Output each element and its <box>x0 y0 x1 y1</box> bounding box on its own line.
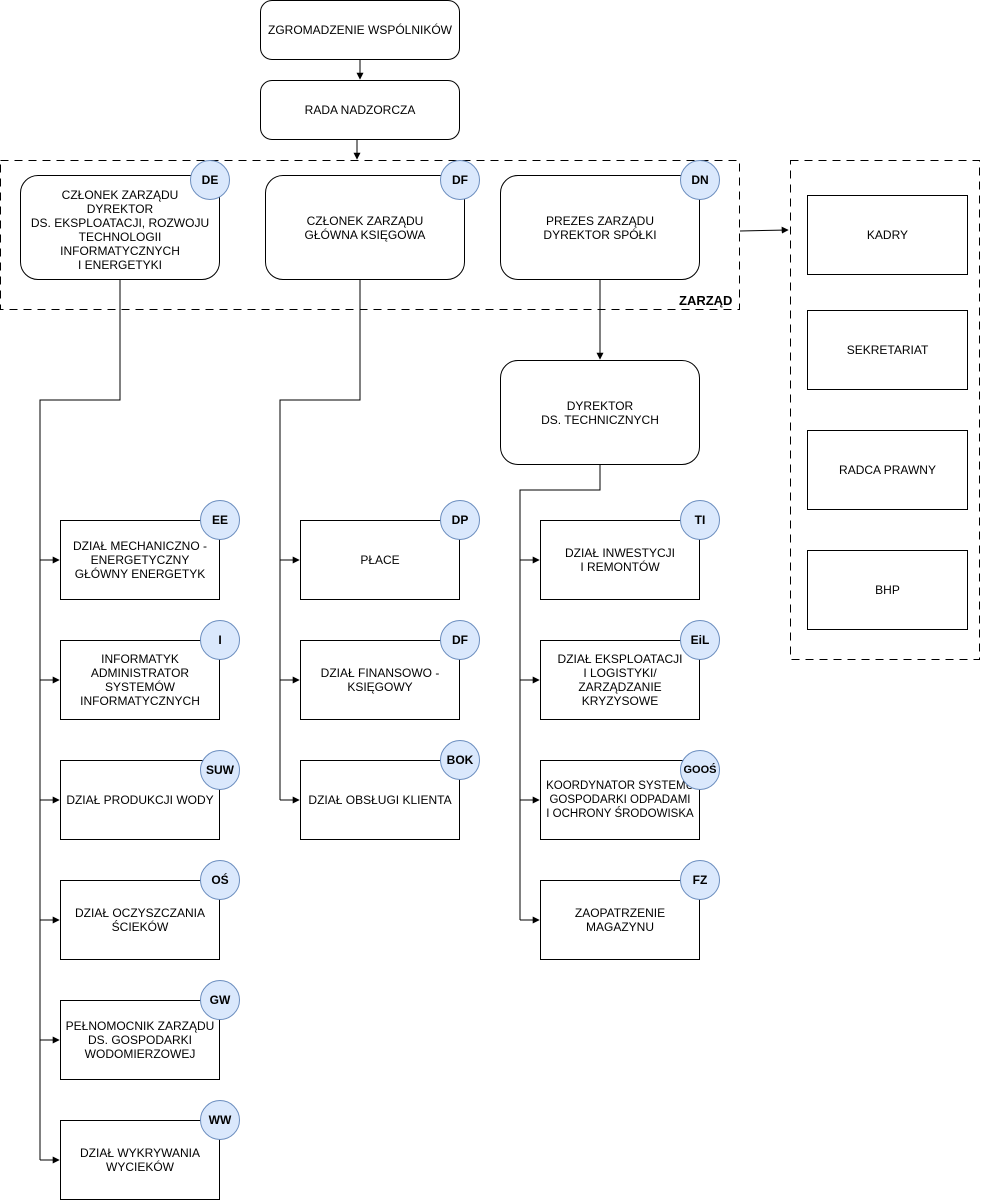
right-unit-ti-label: DZIAŁ INWESTYCJI I REMONTÓW <box>564 546 675 574</box>
badge-bok: BOK <box>440 740 480 780</box>
board-member-dn-label: PREZES ZARZĄDU DYREKTOR SPÓŁKI <box>543 213 657 242</box>
badge-fz: FZ <box>680 860 720 900</box>
left-unit-suw-label: DZIAŁ PRODUKCJI WODY <box>66 793 214 807</box>
left-unit-i-box: INFORMATYK ADMINISTRATOR SYSTEMÓW INFORM… <box>60 640 220 720</box>
staff-kadry-box: KADRY <box>807 195 968 275</box>
badge-os: OŚ <box>200 860 240 900</box>
supervisory-board-box: RADA NADZORCZA <box>260 80 460 140</box>
badge-df-board: DF <box>440 160 480 200</box>
right-unit-eil-label: DZIAŁ EKSPLOATACJI I LOGISTYKI/ ZARZĄDZA… <box>557 652 683 708</box>
badge-dn: DN <box>680 160 720 200</box>
staff-bhp-box: BHP <box>807 550 968 630</box>
badge-i: I <box>200 620 240 660</box>
left-unit-suw-box: DZIAŁ PRODUKCJI WODY <box>60 760 220 840</box>
middle-unit-bok-label: DZIAŁ OBSŁUGI KLIENTA <box>308 793 452 807</box>
connector-right-trunk <box>519 465 601 920</box>
badge-df-unit: DF <box>440 620 480 660</box>
right-unit-fz-box: ZAOPATRZENIE MAGAZYNU <box>540 880 700 960</box>
left-unit-ee-label: DZIAŁ MECHANICZNO - ENERGETYCZNY GŁÓWNY … <box>72 539 207 581</box>
arrow-management-to-staff <box>739 226 789 234</box>
technical-director-box: DYREKTOR DS. TECHNICZNYCH <box>500 360 700 465</box>
technical-director-label: DYREKTOR DS. TECHNICZNYCH <box>541 398 659 427</box>
supervisory-board-label: RADA NADZORCZA <box>304 103 416 117</box>
badge-ee: EE <box>200 500 240 540</box>
left-unit-i-label: INFORMATYK ADMINISTRATOR SYSTEMÓW INFORM… <box>80 652 200 708</box>
badge-goos: GOOŚ <box>680 750 720 790</box>
board-member-df-label: CZŁONEK ZARZĄDU GŁÓWNA KSIĘGOWA <box>304 213 426 242</box>
middle-unit-bok-box: DZIAŁ OBSŁUGI KLIENTA <box>300 760 460 840</box>
left-unit-ee-box: DZIAŁ MECHANICZNO - ENERGETYCZNY GŁÓWNY … <box>60 520 220 600</box>
staff-radca-prawny-label: RADCA PRAWNY <box>839 463 936 477</box>
left-unit-gw-box: PEŁNOMOCNIK ZARZĄDU DS. GOSPODARKI WODOM… <box>60 1000 220 1080</box>
board-member-dn-box: PREZES ZARZĄDU DYREKTOR SPÓŁKI <box>500 175 700 280</box>
badge-ww: WW <box>200 1100 240 1140</box>
badge-eil: EiL <box>680 620 720 660</box>
board-member-de-box: CZŁONEK ZARZĄDU DYREKTOR DS. EKSPLOATACJ… <box>20 175 220 280</box>
connector-middle-trunk <box>279 280 361 800</box>
right-unit-goos-label: KOORDYNATOR SYSTEMU GOSPODARKI ODPADAMI … <box>546 780 694 820</box>
badge-de: DE <box>190 160 230 200</box>
shareholders-assembly-box: ZGROMADZENIE WSPÓLNIKÓW <box>260 0 460 60</box>
badge-suw: SUW <box>200 750 240 790</box>
shareholders-assembly-label: ZGROMADZENIE WSPÓLNIKÓW <box>267 23 452 37</box>
right-unit-goos-box: KOORDYNATOR SYSTEMU GOSPODARKI ODPADAMI … <box>540 760 700 840</box>
middle-unit-df-label: DZIAŁ FINANSOWO - KSIĘGOWY <box>320 666 440 694</box>
left-unit-os-label: DZIAŁ OCZYSZCZANIA ŚCIEKÓW <box>74 906 205 934</box>
left-unit-ww-box: DZIAŁ WYKRYWANIA WYCIEKÓW <box>60 1120 220 1200</box>
middle-unit-dp-box: PŁACE <box>300 520 460 600</box>
left-unit-gw-label: PEŁNOMOCNIK ZARZĄDU DS. GOSPODARKI WODOM… <box>65 1019 215 1061</box>
staff-bhp-label: BHP <box>875 583 900 597</box>
right-unit-eil-box: DZIAŁ EKSPLOATACJI I LOGISTYKI/ ZARZĄDZA… <box>540 640 700 720</box>
board-group-label: ZARZĄD <box>679 293 733 308</box>
staff-sekretariat-box: SEKRETARIAT <box>807 310 968 390</box>
board-member-de-label: CZŁONEK ZARZĄDU DYREKTOR DS. EKSPLOATACJ… <box>30 187 210 272</box>
board-group-frame <box>0 160 740 310</box>
staff-group-frame <box>790 160 980 660</box>
right-unit-ti-box: DZIAŁ INWESTYCJI I REMONTÓW <box>540 520 700 600</box>
staff-kadry-label: KADRY <box>866 228 909 242</box>
staff-sekretariat-label: SEKRETARIAT <box>846 343 929 357</box>
board-member-df-box: CZŁONEK ZARZĄDU GŁÓWNA KSIĘGOWA <box>265 175 465 280</box>
left-unit-os-box: DZIAŁ OCZYSZCZANIA ŚCIEKÓW <box>60 880 220 960</box>
middle-unit-dp-label: PŁACE <box>360 553 400 567</box>
right-unit-fz-label: ZAOPATRZENIE MAGAZYNU <box>574 906 666 934</box>
badge-ti: TI <box>680 500 720 540</box>
badge-gw: GW <box>200 980 240 1020</box>
staff-radca-prawny-box: RADCA PRAWNY <box>807 430 968 510</box>
badge-dp: DP <box>440 500 480 540</box>
left-unit-ww-label: DZIAŁ WYKRYWANIA WYCIEKÓW <box>79 1146 201 1174</box>
connector-left-trunk <box>39 280 121 1160</box>
middle-unit-df-box: DZIAŁ FINANSOWO - KSIĘGOWY <box>300 640 460 720</box>
